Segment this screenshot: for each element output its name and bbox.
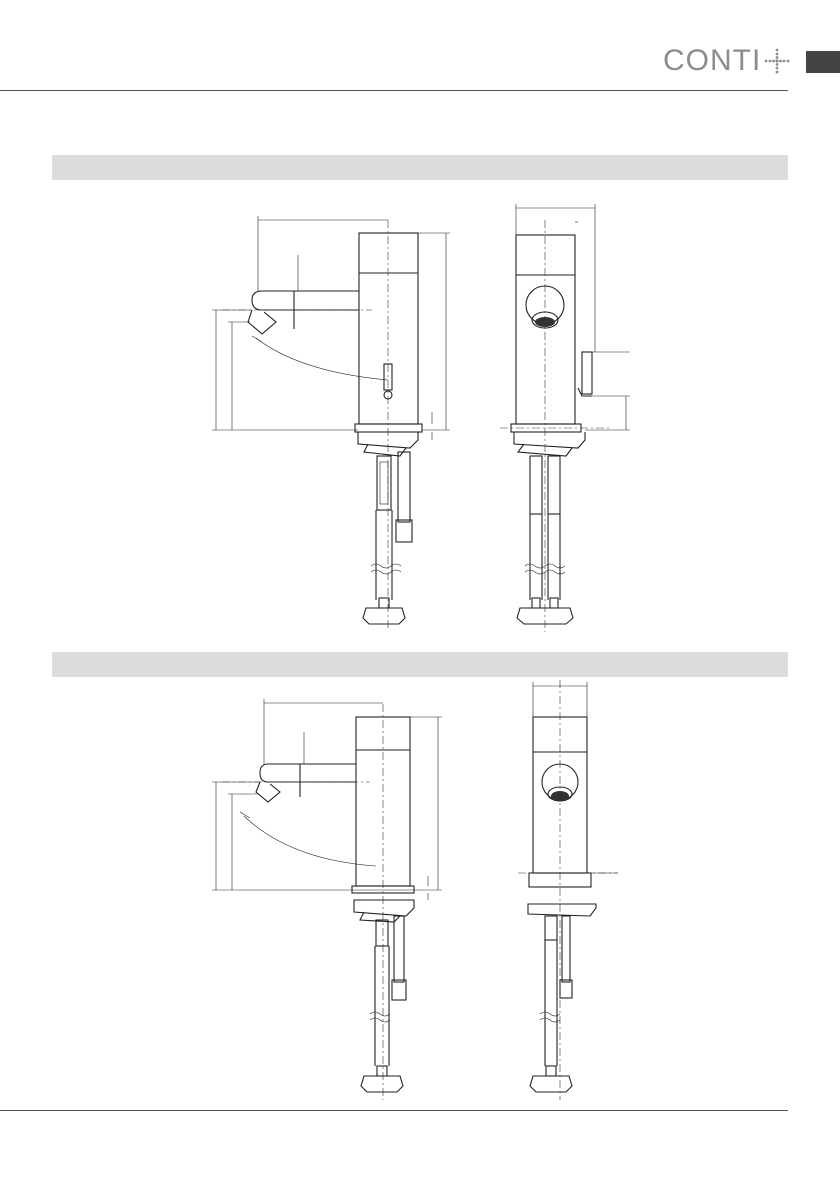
faucet-side-view-2 (212, 699, 442, 1100)
faucet-side-view-1 (212, 216, 450, 630)
footer-rule (0, 1110, 788, 1111)
faucet-front-view-1 (500, 204, 630, 632)
faucet-front-view-2 (518, 680, 618, 1100)
